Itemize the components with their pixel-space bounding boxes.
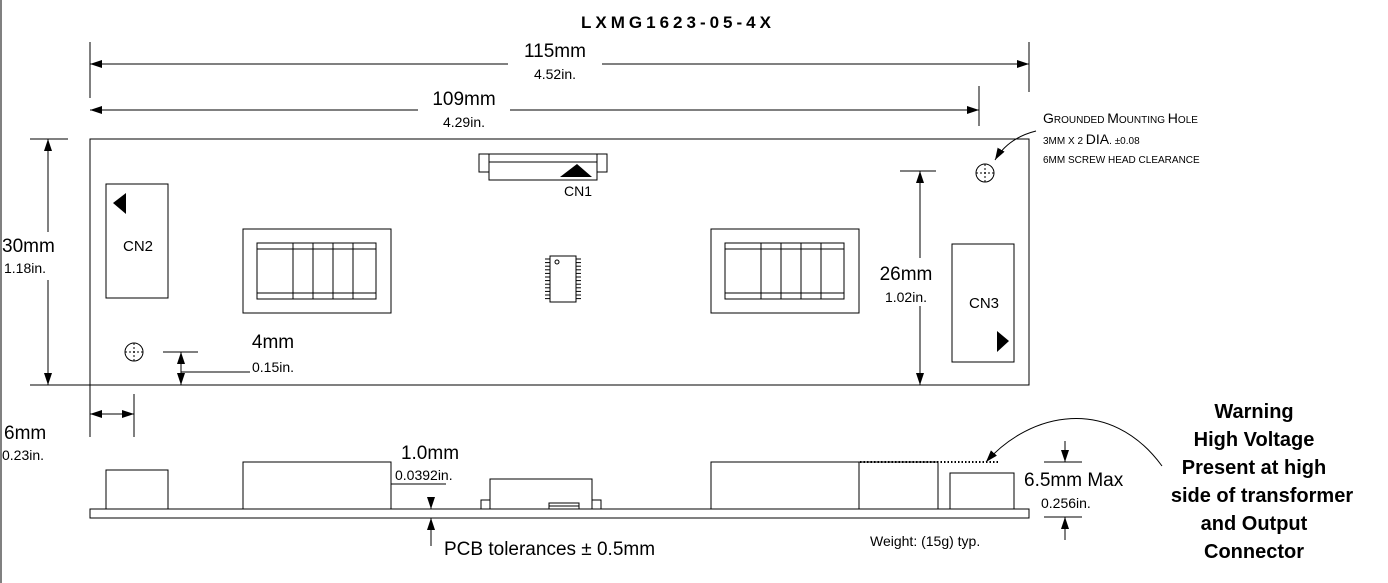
dim-30mm: 30mm 1.18in. (2, 138, 90, 386)
pcb-tolerance-note: PCB tolerances ± 0.5mm (444, 539, 655, 560)
dim-115mm-label: 115mm (524, 41, 586, 62)
warning-line-4: side of transformer (1171, 485, 1353, 507)
dim-115mm-inch: 4.52in. (534, 66, 576, 82)
warning-line-3: Present at high (1182, 457, 1326, 479)
cn3-label: CN3 (969, 295, 999, 312)
dim-1mm: 1.0mm 0.0392in. (391, 443, 459, 546)
dim-26mm-inch: 1.02in. (885, 289, 927, 305)
transformer-left-top (242, 228, 392, 314)
dim-109mm-inch: 4.29in. (443, 114, 485, 130)
dim-115mm: 115mm 4.52in. (89, 41, 1030, 98)
dim-6mm-label: 6mm (4, 423, 46, 444)
warning-note: Warning High Voltage Present at high sid… (1171, 401, 1353, 563)
dim-1mm-inch: 0.0392in. (395, 467, 453, 483)
warning-line-6: Connector (1204, 541, 1304, 563)
dim-6-5mm-inch: 0.256in. (1041, 495, 1091, 511)
dim-30mm-label: 30mm (2, 236, 55, 257)
dim-26mm-label: 26mm (880, 264, 933, 285)
dim-1mm-label: 1.0mm (401, 443, 459, 464)
warning-callout-arrow (985, 418, 1163, 467)
warning-line-5: and Output (1201, 513, 1308, 535)
pcb-side-view (89, 461, 1030, 519)
dim-4mm: 4mm 0.15in. (163, 332, 294, 385)
hole-note-line1: GROUNDED MOUNTING HOLE (1043, 110, 1198, 126)
dim-30mm-inch: 1.18in. (4, 260, 46, 276)
side-transformer-right (710, 461, 860, 510)
transformer-right-top (710, 228, 860, 314)
dim-26mm: 26mm 1.02in. (880, 170, 936, 385)
cn2-label: CN2 (123, 238, 153, 255)
warning-line-2: High Voltage (1194, 429, 1315, 451)
connector-cn2: CN2 (105, 183, 169, 299)
weight-note: Weight: (15g) typ. (870, 533, 980, 549)
dim-6mm: 6mm 0.23in. (2, 385, 135, 463)
warning-line-1: Warning (1214, 401, 1293, 423)
dim-4mm-label: 4mm (252, 332, 294, 353)
cn1-label: CN1 (564, 183, 592, 199)
hole-note-line3: 6MM SCREW HEAD CLEARANCE (1043, 155, 1200, 166)
ic-chip (545, 255, 581, 303)
dim-6mm-inch: 0.23in. (2, 447, 44, 463)
mounting-hole-right (975, 163, 995, 183)
hole-callout-arrow (994, 130, 1037, 161)
side-transformer-right-secondary (858, 461, 939, 510)
connector-cn3: CN3 (951, 243, 1015, 363)
drawing-title: LXMG1623-05-4X (581, 13, 775, 32)
side-cn1 (489, 478, 593, 510)
mounting-hole-left (124, 342, 144, 362)
pcb-top-view (89, 138, 1030, 386)
side-cn3 (949, 472, 1015, 510)
connector-cn1: CN1 (478, 153, 608, 199)
dim-6-5mm: 6.5mm Max 0.256in. (1024, 441, 1124, 540)
dim-109mm: 109mm 4.29in. (90, 86, 980, 130)
dim-6-5mm-label: 6.5mm Max (1024, 470, 1124, 491)
dim-4mm-inch: 0.15in. (252, 359, 294, 375)
dim-109mm-label: 109mm (432, 89, 495, 110)
side-cn2 (105, 469, 169, 510)
hole-note-line2: 3MM X 2 DIA. ±0.08 (1043, 131, 1140, 147)
side-transformer-left (242, 461, 392, 510)
